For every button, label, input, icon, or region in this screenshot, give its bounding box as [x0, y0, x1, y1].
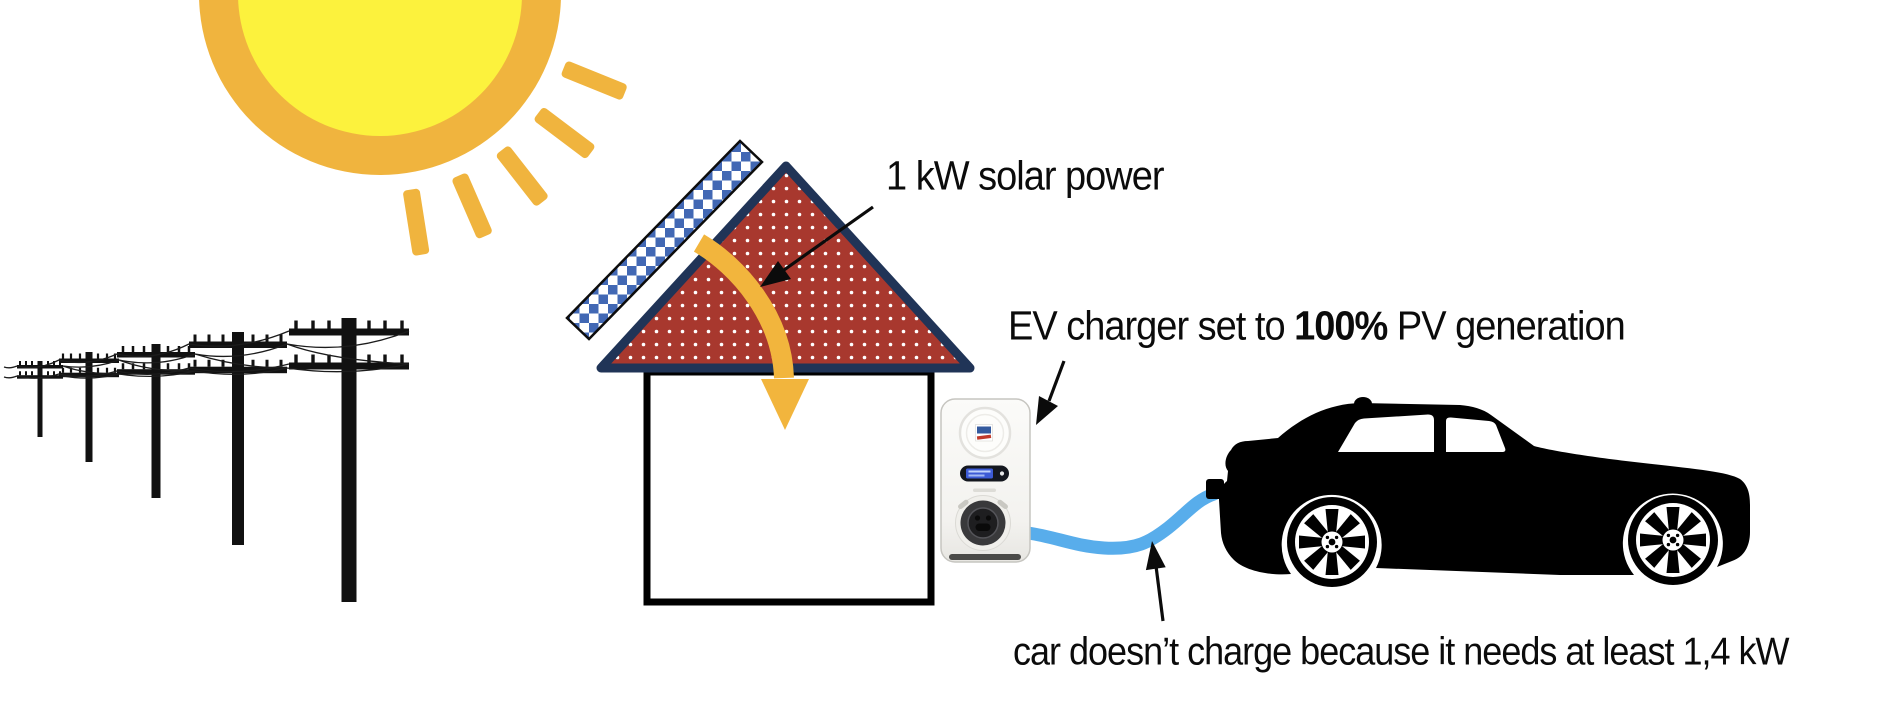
annotation-arrows — [760, 205, 1166, 622]
annotation-ev-charger: EV charger set to 100% PV generation — [1008, 304, 1626, 351]
ev-charger-text-suffix: PV generation — [1387, 304, 1626, 350]
utility-pole — [289, 318, 409, 602]
sun-rays — [403, 61, 627, 256]
energy-flow-arrow — [693, 234, 809, 430]
utility-pole — [117, 344, 195, 498]
charger-label — [973, 488, 996, 492]
charger-socket — [955, 495, 1011, 551]
sun-core — [238, 0, 522, 136]
car-mirror-knob — [1354, 397, 1372, 411]
sun-icon — [199, 0, 627, 256]
utility-pole — [17, 361, 63, 437]
car-front-window — [1446, 417, 1506, 452]
annotation-solar-power: 1 kW solar power — [886, 154, 1165, 201]
solar-panel-icon — [565, 139, 764, 341]
charging-cable — [1021, 479, 1224, 555]
power-wires — [3, 330, 410, 379]
ev-charger-icon — [940, 398, 1031, 563]
arrow-ev-charger — [1036, 360, 1066, 425]
arrow-cable — [1145, 541, 1166, 622]
power-lines-icon — [3, 318, 410, 602]
car-no-charge-text: car doesn’t charge because it needs at l… — [1013, 629, 1789, 674]
arrow-solar-power — [760, 205, 874, 287]
annotation-car-no-charge: car doesn’t charge because it needs at l… — [1013, 629, 1789, 674]
car-rear-window — [1338, 414, 1434, 452]
solar-power-text: 1 kW solar power — [886, 154, 1165, 200]
sma-logo — [975, 424, 993, 442]
cable-connector — [1206, 479, 1224, 499]
ev-car-icon — [1219, 397, 1750, 587]
utility-pole — [59, 352, 119, 462]
ev-charger-text-prefix: EV charger set to — [1008, 304, 1295, 350]
ev-charger-text-bold: 100% — [1294, 304, 1388, 350]
